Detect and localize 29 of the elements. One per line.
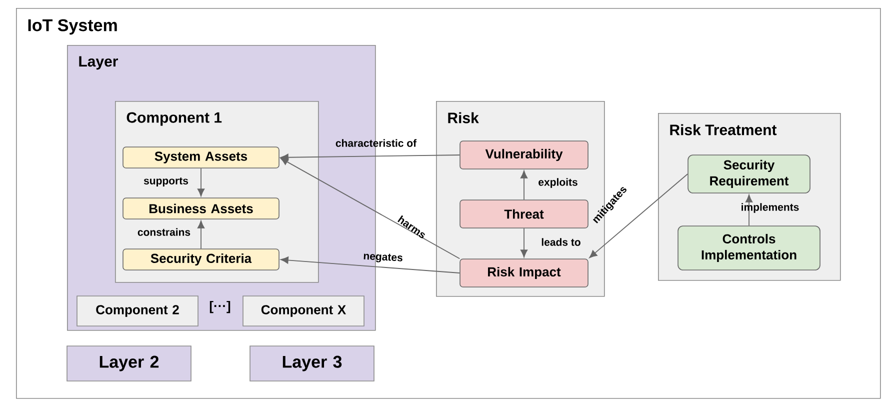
- criteria-box: Security Criteria: [122, 248, 280, 270]
- layer-box: Layer 3: [250, 346, 374, 382]
- edge-label: negates: [364, 254, 402, 262]
- arrow: [589, 174, 688, 258]
- edge-label: characteristic of: [336, 139, 417, 147]
- ellipsis-label: [···]: [210, 300, 230, 314]
- edge-label: leads to: [542, 238, 580, 246]
- arrow: [280, 256, 460, 274]
- edge-label: supports: [144, 178, 188, 187]
- risk-element-box: Threat: [460, 200, 588, 228]
- risk-element-box: Vulnerability: [460, 140, 588, 170]
- arrow: [280, 158, 460, 260]
- arrow: [520, 170, 528, 200]
- arrow: [197, 220, 205, 250]
- layer-box: Layer 2: [66, 346, 192, 382]
- controls-box: Controls Implementation: [678, 226, 820, 270]
- requirement-box: Security Requirement: [688, 154, 810, 194]
- arrow: [745, 194, 753, 226]
- asset-box: Business Assets: [122, 198, 280, 220]
- asset-box: System Assets: [122, 146, 280, 168]
- component-box: Component 2: [76, 296, 198, 326]
- component-box: Component X: [242, 296, 364, 326]
- edge-label: constrains: [138, 228, 190, 236]
- arrow: [197, 168, 205, 196]
- arrow: [520, 228, 528, 258]
- edge-label: exploits: [538, 178, 578, 188]
- risk-element-box: Risk Impact: [460, 258, 588, 288]
- arrow: [280, 154, 460, 161]
- edge-label: implements: [742, 203, 799, 213]
